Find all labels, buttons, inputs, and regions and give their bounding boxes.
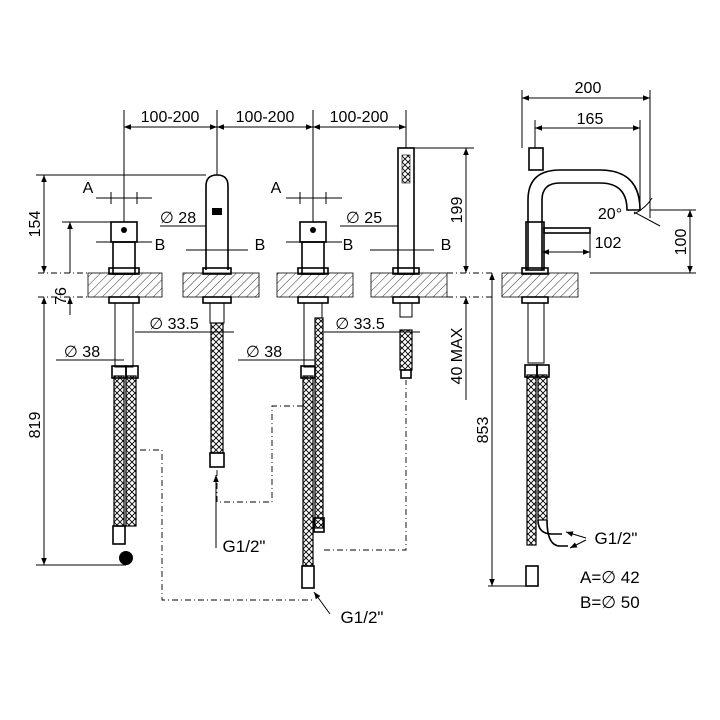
deck-section-3 (276, 272, 354, 298)
dim-handshower-height: 199 (449, 197, 466, 224)
dim-spout-depth: 200 (575, 80, 602, 97)
label-dia-38-left: ∅ 38 (64, 344, 100, 361)
deck-section-5 (501, 272, 579, 298)
handshower (392, 147, 420, 379)
label-dia-28: ∅ 28 (160, 210, 196, 227)
deck-section-4 (370, 272, 448, 298)
deck-section-2 (182, 272, 260, 298)
label-b-right: B (343, 237, 354, 254)
label-dia-33-5-right: ∅ 33.5 (335, 316, 385, 333)
label-b-spout: B (255, 237, 266, 254)
deck-sections (38, 272, 579, 298)
dim-handshower-hose: 40 MAX (449, 327, 466, 384)
label-b-handshower: B (441, 237, 452, 254)
label-dia-38-right: ∅ 38 (246, 344, 282, 361)
mixer-valve-left (108, 221, 140, 565)
dimension-labels: 100-200 100-200 100-200 154 76 819 199 4… (27, 80, 690, 627)
dim-spout-offset: 102 (595, 235, 622, 252)
spout-center (202, 174, 232, 468)
label-b-left: B (155, 237, 166, 254)
dim-top-height: 154 (27, 211, 44, 238)
dim-deck-thickness: 76 (53, 287, 70, 305)
label-a-left: A (83, 180, 94, 197)
dim-spacing-1: 100-200 (141, 109, 200, 126)
dim-hose-length-right: 853 (475, 417, 492, 444)
deck-section-1 (87, 272, 163, 298)
dim-spacing-2: 100-200 (236, 109, 295, 126)
legend-b-value: B=∅ 50 (580, 593, 640, 612)
connection-lines (140, 380, 407, 601)
label-dia-33-5-left: ∅ 33.5 (149, 316, 199, 333)
dim-hose-length-left: 819 (27, 412, 44, 439)
dim-spout-reach: 165 (577, 111, 604, 128)
dim-spout-angle: 20° (598, 206, 622, 223)
legend-a-value: A=∅ 42 (580, 568, 640, 587)
dimension-lines (36, 90, 696, 615)
mixer-valve-right (297, 221, 329, 589)
label-g12-side: G1/2" (595, 529, 638, 548)
dim-spacing-3: 100-200 (330, 109, 389, 126)
side-view (521, 147, 641, 587)
label-dia-25: ∅ 25 (346, 210, 382, 227)
label-g12-spout: G1/2" (223, 537, 266, 556)
label-a-right: A (271, 180, 282, 197)
dim-spout-height: 100 (673, 229, 690, 256)
label-g12-mixer: G1/2" (341, 608, 384, 627)
